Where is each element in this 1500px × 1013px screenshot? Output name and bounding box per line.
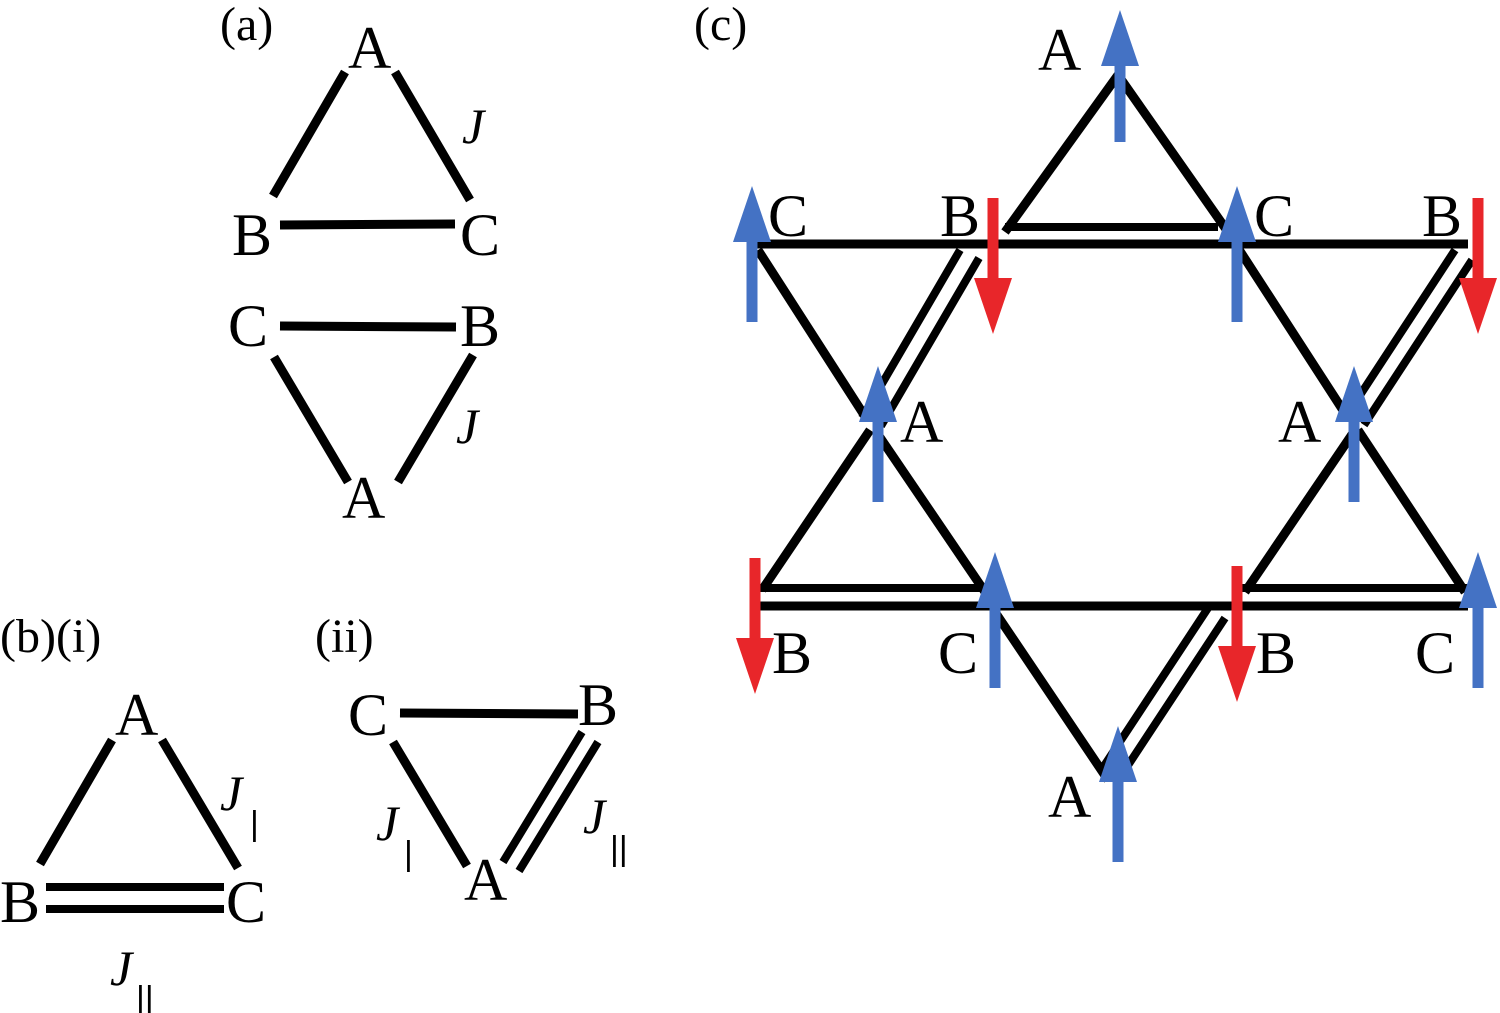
site-a-bot-B: B <box>460 293 500 359</box>
bond-c-topA-B <box>1001 72 1122 235</box>
site-a-bot-C: C <box>228 293 268 359</box>
site-c-lower-right-C: C <box>1415 620 1455 686</box>
panel-a: (a) A B C J C B A J <box>220 0 500 531</box>
site-a-bot-A: A <box>342 465 385 531</box>
site-b-C: C <box>226 869 266 935</box>
site-c-right-A: A <box>1278 389 1321 455</box>
coupling-a-bot-J: J <box>456 398 481 454</box>
bond-c-topA-C <box>1114 72 1232 235</box>
coupling-a-top-J: J <box>462 98 487 154</box>
site-c-upper-right-B: B <box>1422 183 1462 249</box>
site-c-top-A: A <box>1038 17 1081 83</box>
coupling-b-Jperp: J <box>220 765 245 821</box>
coupling-bii-Jperp: J <box>376 795 401 851</box>
bond-a-top-AC <box>391 69 474 203</box>
spin-arrow-upper-mid-C <box>1218 186 1256 322</box>
coupling-b-Jpar: J <box>110 940 135 996</box>
spin-arrow-lower-mid-B <box>1218 566 1256 702</box>
site-bii-A: A <box>464 847 507 913</box>
site-c-lower-mid-B: B <box>1256 620 1296 686</box>
spin-arrow-lower-left-B <box>736 558 774 694</box>
panel-c-label: (c) <box>694 0 747 51</box>
bond-a-bot-CA <box>270 354 352 485</box>
coupling-bii-Jperp-sub: | <box>404 835 413 873</box>
spin-arrow-upper-left-C <box>733 186 771 322</box>
bond-c-leftA-B <box>758 427 874 593</box>
bond-c-B-leftA-2 <box>877 255 983 429</box>
panel-c: (c) A C B C B A A B <box>694 0 1497 862</box>
spin-arrow-top-A <box>1101 10 1139 142</box>
bond-a-top-BC <box>279 219 456 230</box>
bond-c-rightA-C <box>1354 427 1469 595</box>
bond-c-C-bottomA <box>991 609 1112 783</box>
bond-c-leftA-C <box>871 427 989 595</box>
site-a-top-A: A <box>348 15 391 81</box>
bond-c-rightB-A-1 <box>1343 247 1459 418</box>
site-c-lower-left-B: B <box>772 620 812 686</box>
bond-a-bot-CB <box>279 321 457 332</box>
coupling-b-Jpar-sub: || <box>136 980 154 1013</box>
spin-arrow-left-A <box>859 366 897 502</box>
panel-b-i: (b)(i) A B C J | J || <box>0 610 266 1013</box>
site-c-bottom-A: A <box>1048 764 1091 830</box>
site-a-top-B: B <box>232 202 272 268</box>
site-b-A: A <box>115 682 158 748</box>
bond-c-rightB-A-2 <box>1360 257 1476 428</box>
site-c-upper-left-C: C <box>768 183 808 249</box>
bond-bii-CA <box>389 739 471 869</box>
bond-b-AB <box>36 737 116 867</box>
panel-a-label: (a) <box>220 0 273 51</box>
site-bii-B: B <box>578 672 618 738</box>
site-b-B: B <box>0 869 40 935</box>
site-c-upper-mid-C: C <box>1254 183 1294 249</box>
bond-c-rightA-B <box>1241 427 1359 595</box>
spin-arrow-upper-right-B <box>1459 198 1497 334</box>
spin-arrow-lower-mid-C <box>976 552 1014 688</box>
coupling-bii-Jpar: J <box>583 788 608 844</box>
site-c-upper-mid-B: B <box>940 183 980 249</box>
site-bii-C: C <box>348 682 388 748</box>
spin-arrow-bottom-A <box>1099 726 1137 862</box>
coupling-b-Jperp-sub: | <box>250 805 259 843</box>
bond-c-B-bottomA-2 <box>1113 615 1229 785</box>
site-c-left-A: A <box>900 389 943 455</box>
site-c-lower-mid-C: C <box>938 620 978 686</box>
bond-bii-BA-1 <box>499 729 586 865</box>
bond-bii-CB <box>399 708 579 719</box>
panel-b-label: (b)(i) <box>0 610 101 663</box>
bond-c-C-rightA <box>1234 245 1352 421</box>
panel-b-ii: (ii) C B A J | J || <box>315 610 628 913</box>
spin-arrow-right-A <box>1335 366 1373 502</box>
bond-a-bot-BA <box>394 352 477 485</box>
spin-arrows <box>733 10 1497 862</box>
coupling-bii-Jpar-sub: || <box>610 830 628 868</box>
spin-arrow-upper-mid-B <box>974 198 1012 334</box>
bond-b-AC <box>158 737 242 871</box>
bond-bii-BA-2 <box>515 739 602 874</box>
bond-a-top-AB <box>269 69 349 199</box>
bond-c-leftC-A <box>754 247 870 421</box>
spin-arrow-lower-right-C <box>1459 552 1497 688</box>
panel-b-ii-label: (ii) <box>315 610 374 663</box>
site-a-top-C: C <box>460 202 500 268</box>
